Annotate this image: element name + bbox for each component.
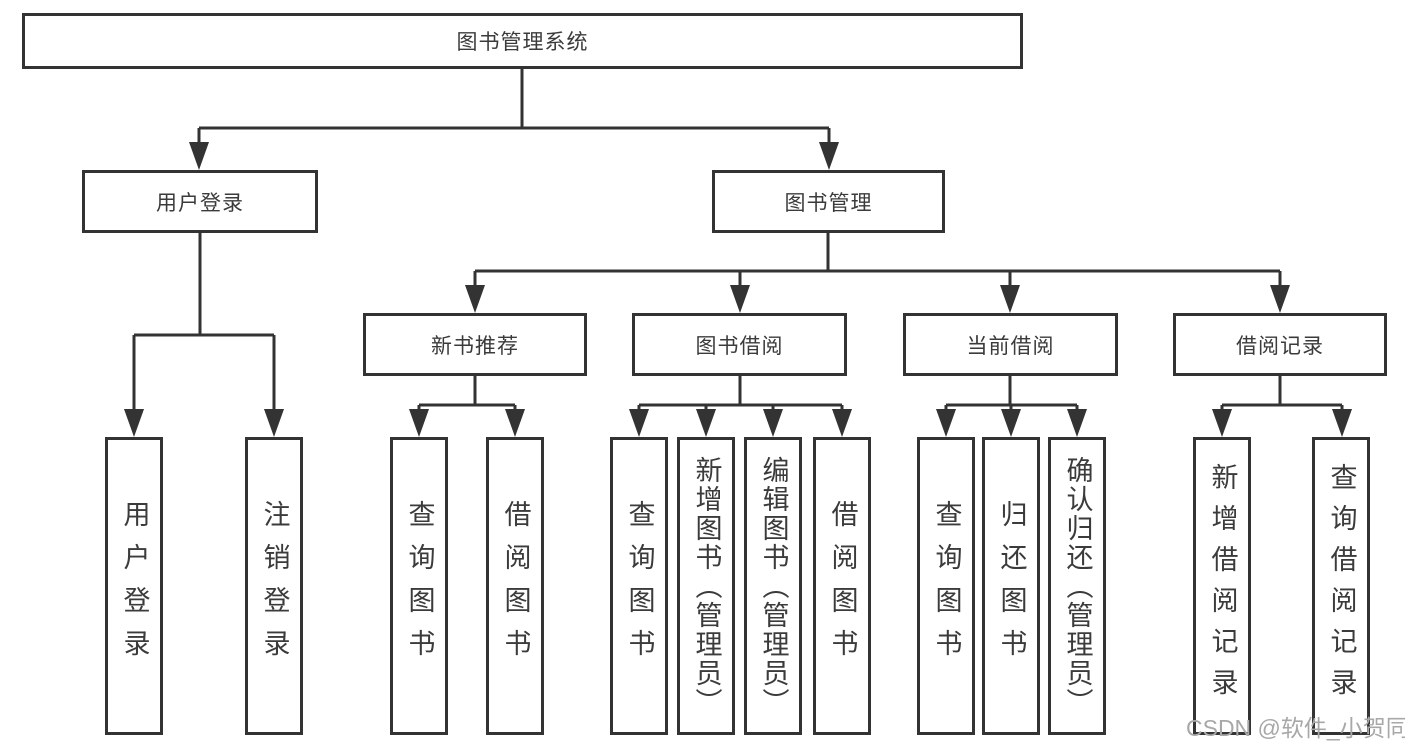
leaf-add-books-admin: 新增图书（管理员） — [677, 437, 735, 735]
leaf-query-borrow-record: 查询借阅记录 — [1312, 437, 1370, 735]
node-borrow-records: 借阅记录 — [1173, 313, 1387, 376]
leaf-query-books: 查询图书 — [390, 437, 448, 735]
leaf-label: 确认归还（管理员） — [1062, 455, 1093, 717]
leaf-add-borrow-record: 新增借阅记录 — [1193, 437, 1251, 735]
node-label: 新书推荐 — [431, 334, 519, 358]
node-book-management: 图书管理 — [712, 170, 945, 233]
leaf-borrow-books: 借阅图书 — [486, 437, 544, 735]
leaf-label: 借阅图书 — [827, 500, 858, 672]
node-label: 当前借阅 — [966, 334, 1055, 358]
leaf-return-books: 归还图书 — [982, 437, 1040, 735]
leaf-label: 查询图书 — [404, 500, 435, 672]
node-label: 图书管理系统 — [456, 31, 589, 54]
leaf-label: 借阅图书 — [500, 500, 531, 672]
leaf-label: 查询借阅记录 — [1326, 463, 1357, 709]
node-label: 图书管理 — [784, 191, 873, 215]
node-label: 图书借阅 — [695, 334, 784, 358]
leaf-query-books: 查询图书 — [917, 437, 975, 735]
csdn-watermark: CSDN @软件_小贺同学 — [1186, 715, 1405, 741]
leaf-label: 查询图书 — [624, 500, 655, 672]
leaf-label: 用户登录 — [119, 500, 150, 672]
node-user-login: 用户登录 — [82, 170, 318, 233]
leaf-label: 注销登录 — [259, 500, 290, 672]
leaf-label: 归还图书 — [996, 500, 1027, 672]
node-library-management-system: 图书管理系统 — [22, 13, 1023, 69]
leaf-query-books: 查询图书 — [610, 437, 668, 735]
node-new-book-recommend: 新书推荐 — [363, 313, 587, 376]
leaf-logout: 注销登录 — [245, 437, 303, 735]
leaf-label: 新增图书（管理员） — [691, 455, 722, 717]
leaf-confirm-return-admin: 确认归还（管理员） — [1048, 437, 1106, 735]
node-current-borrow: 当前借阅 — [903, 313, 1118, 376]
leaf-label: 新增借阅记录 — [1207, 463, 1238, 709]
leaf-user-login: 用户登录 — [105, 437, 163, 735]
leaf-label: 查询图书 — [931, 500, 962, 672]
leaf-borrow-books: 借阅图书 — [813, 437, 871, 735]
leaf-label: 编辑图书（管理员） — [758, 455, 789, 717]
leaf-edit-books-admin: 编辑图书（管理员） — [744, 437, 802, 735]
node-label: 用户登录 — [156, 191, 244, 215]
node-book-borrow: 图书借阅 — [632, 313, 847, 376]
node-label: 借阅记录 — [1236, 334, 1324, 358]
